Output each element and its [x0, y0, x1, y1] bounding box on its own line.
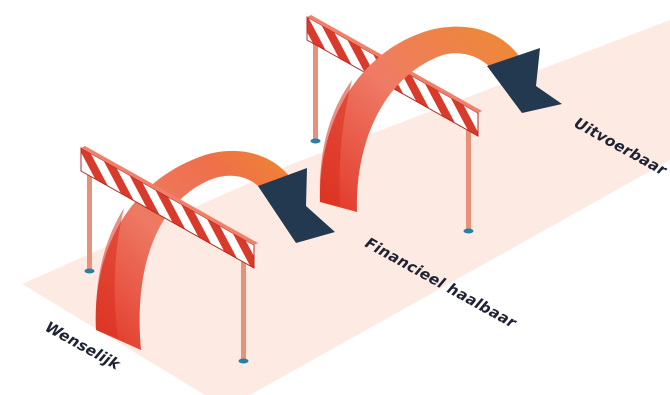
hurdle-1-post-left	[87, 173, 92, 270]
hurdle-1-post-right	[241, 258, 246, 360]
hurdle-2-post-right	[466, 128, 471, 230]
hurdle-2-post-left	[313, 40, 318, 140]
hurdle-1-foot-right	[239, 359, 249, 364]
hurdle-2-foot-left	[311, 139, 321, 144]
hurdle-2-foot-right	[464, 229, 474, 234]
hurdle-1-foot-left	[85, 269, 95, 274]
